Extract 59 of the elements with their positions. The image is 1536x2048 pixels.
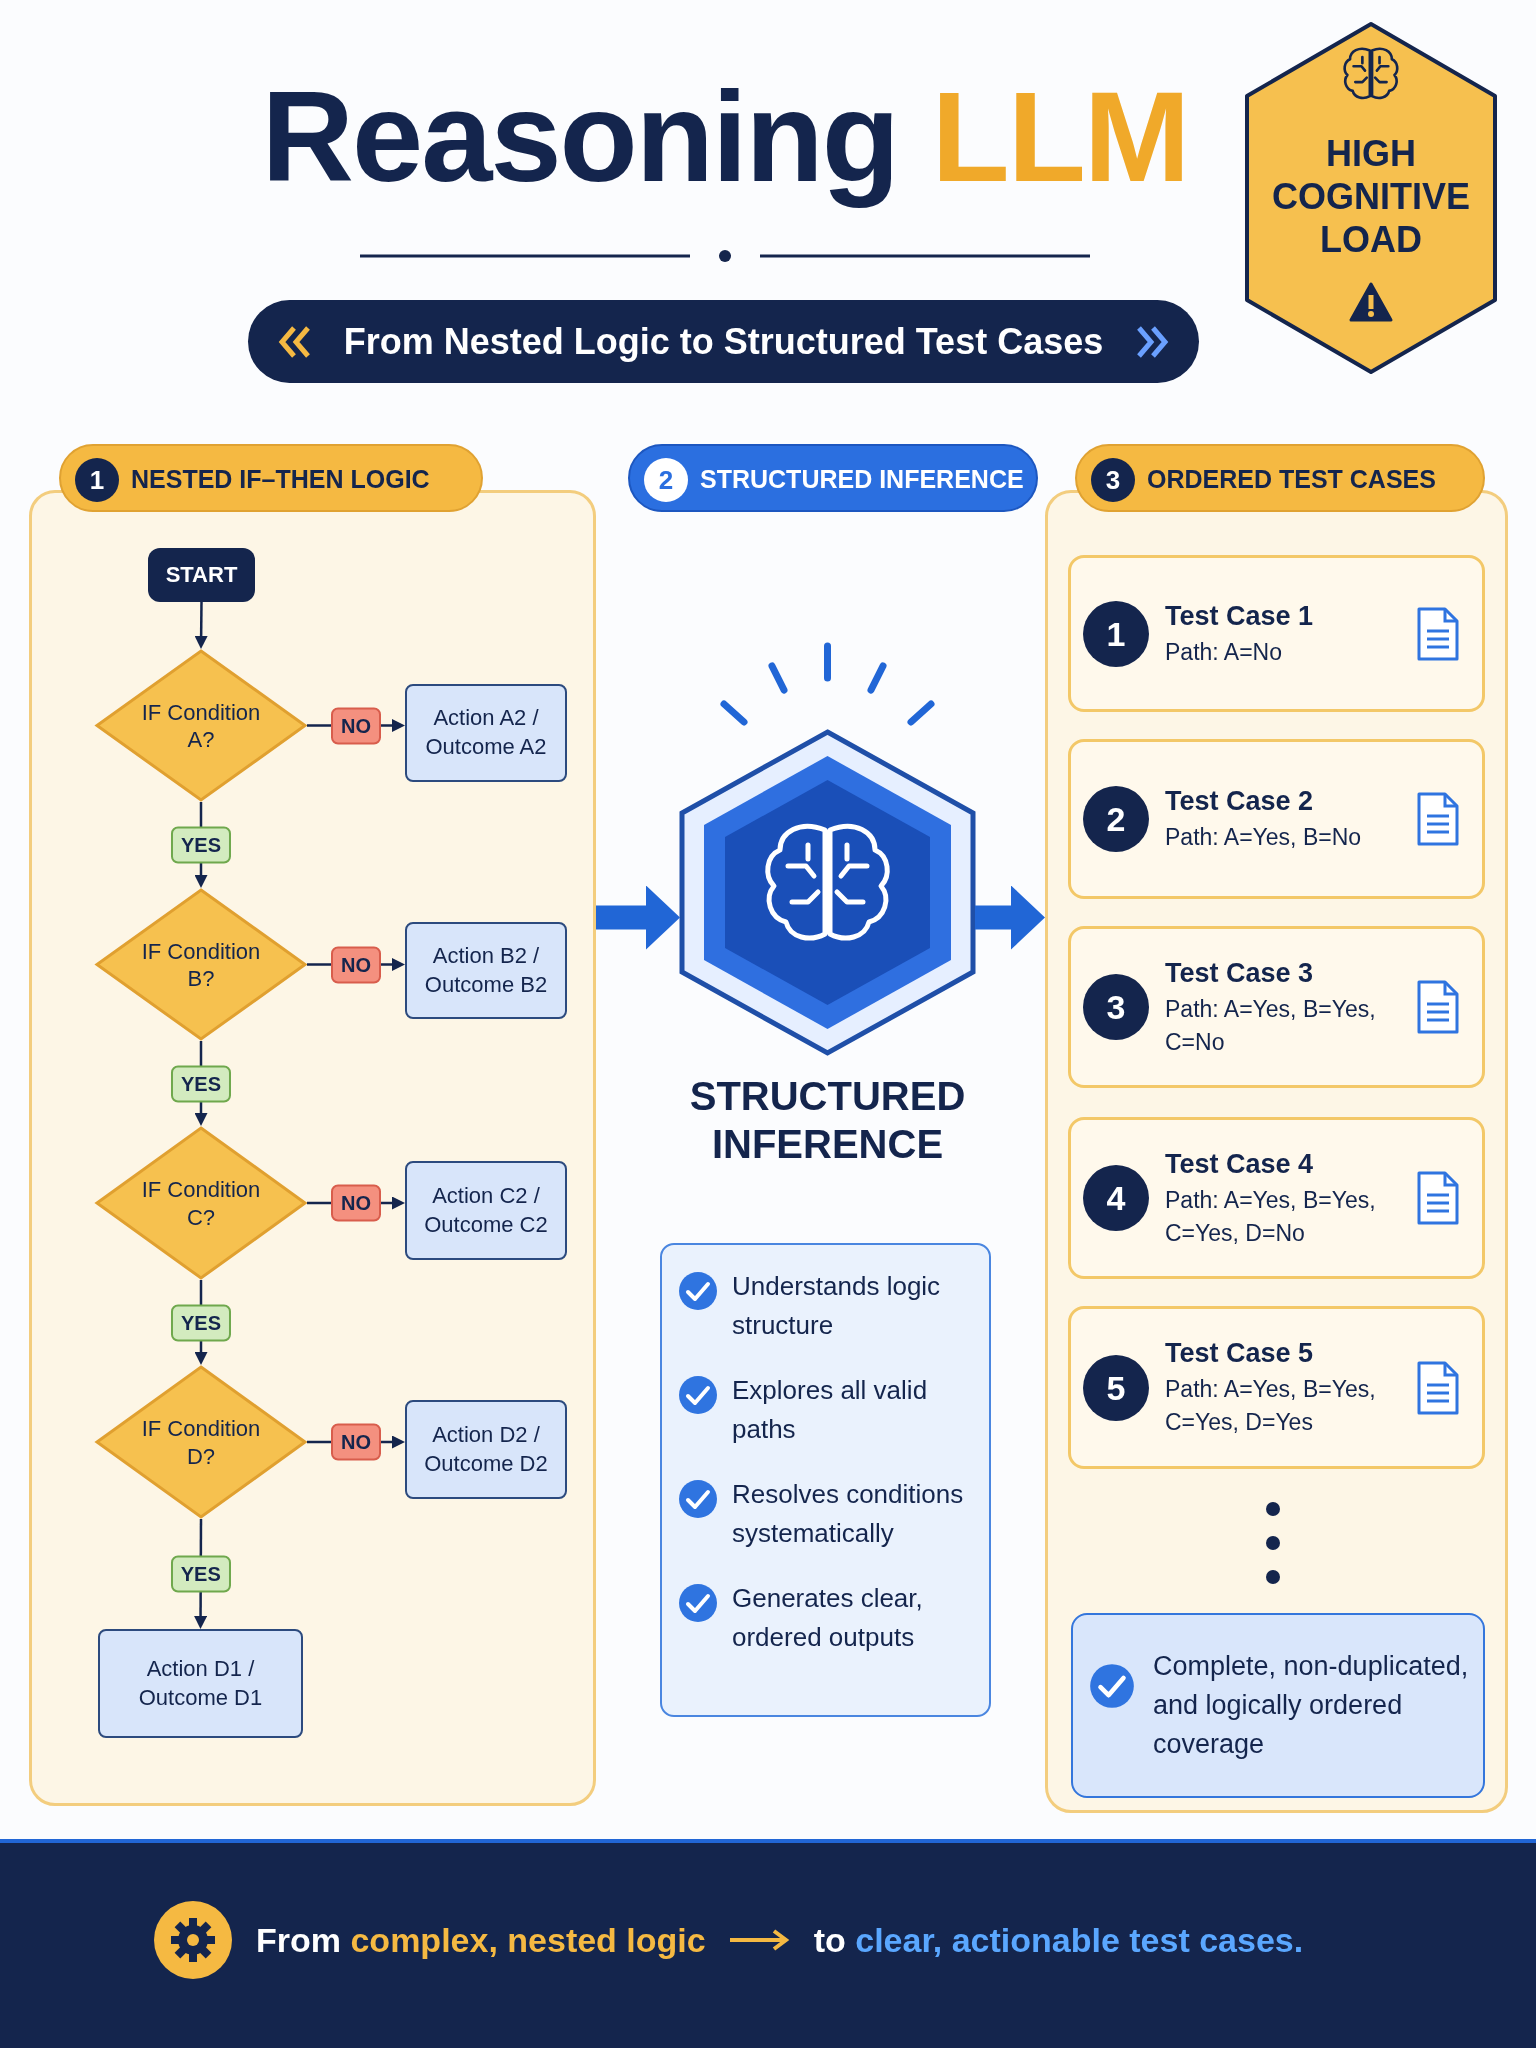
condition-text: IF Condition D? [140, 1414, 262, 1470]
edge-label: YES [170, 1555, 231, 1593]
footer-text: From complex, nested logic [256, 1920, 706, 1960]
edge-label: YES [171, 1304, 231, 1341]
summary-text: Complete, non-duplicated, and logically ordered coverage [1153, 1649, 1469, 1762]
section-heading: STRUCTURED INFERENCE [700, 464, 1024, 495]
action-box: Action A2 / Outcome A2 [405, 684, 567, 782]
card-text: Path: A=Yes, B=Yes, C=Yes, D=No [1165, 1185, 1377, 1248]
step-number: 5 [1083, 1354, 1149, 1421]
edge-label: YES [171, 1065, 231, 1102]
step-number: 3 [1083, 974, 1149, 1040]
badge-text: HIGH COGNITIVE LOAD [1271, 132, 1471, 262]
edge-label: NO [331, 707, 381, 744]
card-title: Test Case 4 [1165, 1147, 1315, 1181]
action-box: Action C2 / Outcome C2 [405, 1161, 567, 1260]
condition-text: IF Condition A? [140, 698, 262, 753]
list-item-text: Generates clear, ordered outputs [732, 1582, 924, 1654]
test-case-card [1068, 555, 1485, 712]
action-box: Action D2 / Outcome D2 [405, 1400, 567, 1499]
card-text: Path: A=Yes, B=Yes, C=Yes, D=Yes [1165, 1375, 1377, 1438]
info-card [660, 1243, 991, 1717]
step-number: 4 [1083, 1165, 1149, 1231]
section-heading: STRUCTURED INFERENCE [688, 1073, 967, 1168]
card-title: Test Case 3 [1165, 956, 1315, 990]
list-item-text: Explores all valid paths [732, 1374, 929, 1446]
edge-label: NO [331, 1184, 381, 1222]
step-number: 3 [1091, 458, 1135, 502]
start-terminal: START [148, 548, 255, 602]
edge-label: NO [331, 1423, 381, 1461]
list-item-text: Understands logic structure [732, 1270, 942, 1342]
test-case-card [1068, 1306, 1485, 1469]
edge-label: NO [331, 946, 381, 983]
card-title: Test Case 2 [1165, 785, 1315, 819]
section-heading: NESTED IF–THEN LOGIC [131, 464, 430, 495]
card-title: Test Case 1 [1165, 599, 1315, 633]
test-case-card [1068, 739, 1485, 899]
action-box: Action D1 / Outcome D1 [98, 1629, 303, 1738]
section-heading: ORDERED TEST CASES [1147, 464, 1436, 495]
arrow [975, 885, 1045, 950]
condition-text: IF Condition C? [140, 1175, 262, 1231]
card-title: Test Case 5 [1165, 1337, 1315, 1371]
list-item-text: Resolves conditions systematically [732, 1478, 965, 1550]
arrow [596, 885, 680, 950]
step-number: 2 [1083, 786, 1149, 852]
summary-card [1071, 1613, 1485, 1798]
arrow [194, 602, 208, 649]
test-case-card [1068, 1117, 1485, 1279]
step-number: 1 [75, 458, 119, 502]
step-number: 1 [1083, 600, 1149, 667]
subtitle: From Nested Logic to Structured Test Cases [342, 320, 1105, 364]
action-box: Action B2 / Outcome B2 [405, 922, 567, 1019]
card-text: Path: A=Yes, B=Yes, C=No [1165, 994, 1377, 1057]
edge-label: YES [171, 826, 231, 864]
card-text: Path: A=Yes, B=No [1165, 823, 1363, 853]
condition-text: IF Condition B? [140, 937, 262, 992]
step-number: 2 [644, 458, 688, 502]
footer-text: to clear, actionable test cases. [813, 1920, 1304, 1960]
card-text: Path: A=No [1165, 637, 1283, 667]
test-case-card [1068, 926, 1485, 1088]
